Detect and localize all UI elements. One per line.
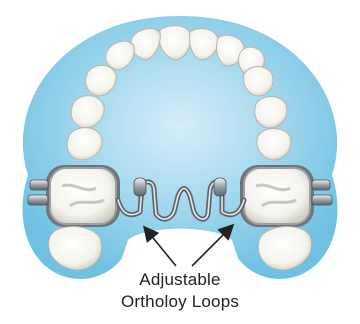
callout-arrow-right xyxy=(192,226,232,266)
right-banded-molar xyxy=(240,165,314,227)
left-banded-molar xyxy=(46,165,120,227)
callout-label-line-2: Ortholoy Loops xyxy=(0,292,360,312)
tooth xyxy=(257,129,291,161)
back-molars xyxy=(49,226,312,270)
callout-label-line-1: Adjustable xyxy=(0,270,360,290)
callout-arrow-left xyxy=(145,228,176,266)
